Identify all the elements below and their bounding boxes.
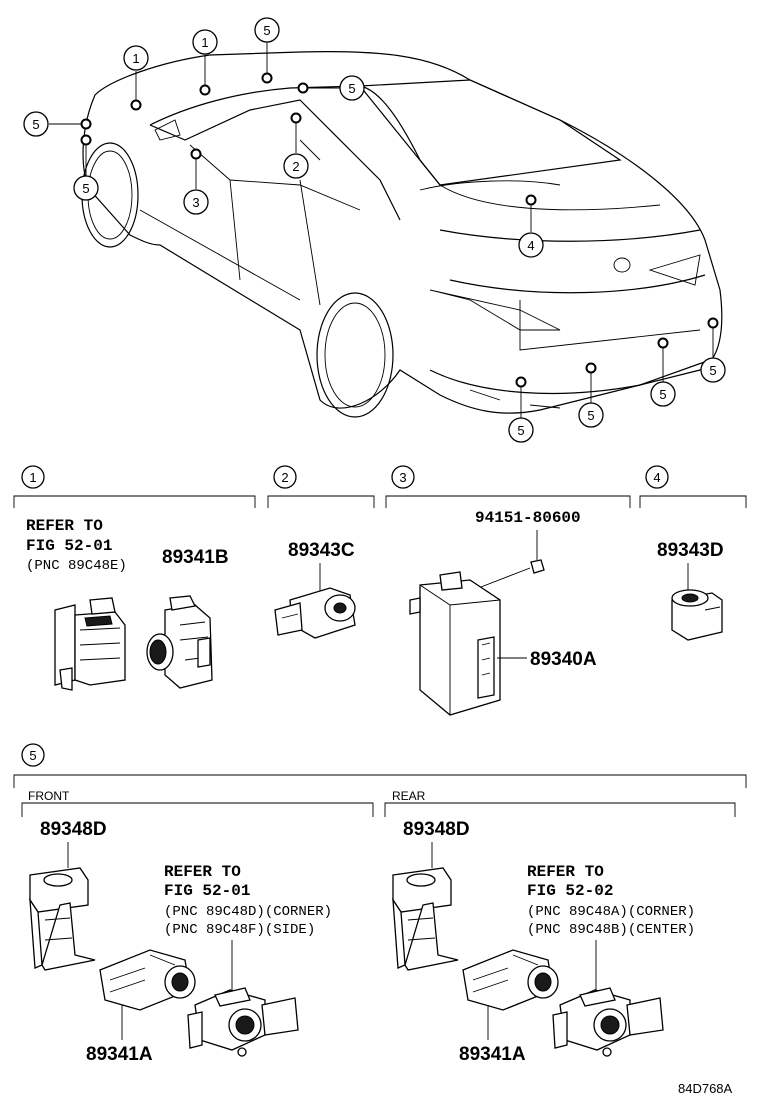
svg-text:1: 1 — [29, 470, 36, 485]
sensor-89341b-drawing — [146, 595, 213, 689]
car-callout-1b: 1 — [192, 29, 218, 55]
car-callout-2: 2 — [283, 153, 309, 179]
svg-text:1: 1 — [201, 35, 208, 50]
front-sensor-drawing — [99, 949, 196, 1040]
front-bracket-drawing — [29, 842, 96, 971]
car-callout-5c: 5 — [23, 111, 49, 137]
sensor-89343d-drawing — [671, 563, 723, 641]
front-bracket-part-number: 89348D — [40, 819, 107, 840]
rear-sensor-part-number: 89341A — [459, 1044, 526, 1065]
car-callout-5a: 5 — [254, 17, 280, 43]
section1-part-number: 89341B — [162, 547, 229, 568]
rear-label: REAR — [392, 789, 426, 803]
front-ref-line3: (PNC 89C48D)(CORNER) — [164, 904, 332, 920]
rear-bracket-line — [384, 802, 736, 817]
car-callout-5h: 5 — [700, 357, 726, 383]
section-1-header: 1 — [13, 465, 256, 508]
svg-text:5: 5 — [517, 423, 524, 438]
car-callout-5d: 5 — [73, 175, 99, 201]
car-callout-3: 3 — [183, 189, 209, 215]
section4-part-number: 89343D — [657, 540, 724, 561]
front-ref-line1: REFER TO — [164, 863, 241, 881]
section-2-header: 2 — [267, 465, 375, 508]
car-callout-5f: 5 — [578, 402, 604, 428]
ecu-89340a-drawing — [409, 530, 545, 716]
section2-part-number: 89343C — [288, 540, 355, 561]
svg-text:5: 5 — [348, 81, 355, 96]
rear-clip-drawing — [552, 940, 664, 1057]
vehicle-illustration — [81, 51, 723, 418]
section-4-header: 4 — [639, 465, 747, 508]
svg-text:5: 5 — [29, 748, 36, 763]
rear-ref-line1: REFER TO — [527, 863, 604, 881]
front-clip-drawing — [187, 940, 299, 1057]
callout-leaders — [49, 42, 714, 418]
section1-ref-line2: FIG 52-01 — [26, 537, 112, 555]
car-callout-4: 4 — [518, 232, 544, 258]
rear-bracket-part-number: 89348D — [403, 819, 470, 840]
front-ref-line4: (PNC 89C48F)(SIDE) — [164, 922, 315, 938]
car-callout-1a: 1 — [123, 45, 149, 71]
svg-text:5: 5 — [709, 363, 716, 378]
diagram-code: 84D768A — [678, 1081, 733, 1096]
section1-ref-line3: (PNC 89C48E) — [26, 558, 127, 574]
svg-text:1: 1 — [132, 51, 139, 66]
front-label: FRONT — [28, 789, 70, 803]
front-bracket-line — [21, 802, 374, 817]
svg-text:2: 2 — [281, 470, 288, 485]
rear-sensor-drawing — [462, 949, 559, 1040]
car-callout-5e: 5 — [508, 417, 534, 443]
front-sensor-part-number: 89341A — [86, 1044, 153, 1065]
svg-text:2: 2 — [292, 159, 299, 174]
svg-text:5: 5 — [32, 117, 39, 132]
car-callout-5g: 5 — [650, 381, 676, 407]
front-ref-line2: FIG 52-01 — [164, 882, 250, 900]
svg-text:4: 4 — [653, 470, 660, 485]
section-3-header: 3 — [385, 465, 631, 508]
sensor-dots — [80, 72, 719, 388]
svg-text:3: 3 — [399, 470, 406, 485]
sensor-89343c-drawing — [274, 563, 356, 639]
section3-part-number: 89340A — [530, 649, 597, 670]
sensor-clip-drawing — [54, 597, 126, 691]
section1-ref-line1: REFER TO — [26, 517, 103, 535]
section-5-header: 5 — [13, 743, 747, 788]
rear-bracket-drawing — [392, 842, 459, 971]
svg-text:5: 5 — [263, 23, 270, 38]
rear-ref-line4: (PNC 89C48B)(CENTER) — [527, 922, 695, 938]
rear-ref-line3: (PNC 89C48A)(CORNER) — [527, 904, 695, 920]
svg-text:3: 3 — [192, 195, 199, 210]
svg-text:4: 4 — [527, 238, 534, 253]
car-callout-5b: 5 — [339, 75, 365, 101]
svg-text:5: 5 — [587, 408, 594, 423]
section3-nut-part-number: 94151-80600 — [475, 509, 581, 527]
svg-text:5: 5 — [82, 181, 89, 196]
svg-text:5: 5 — [659, 387, 666, 402]
rear-ref-line2: FIG 52-02 — [527, 882, 613, 900]
